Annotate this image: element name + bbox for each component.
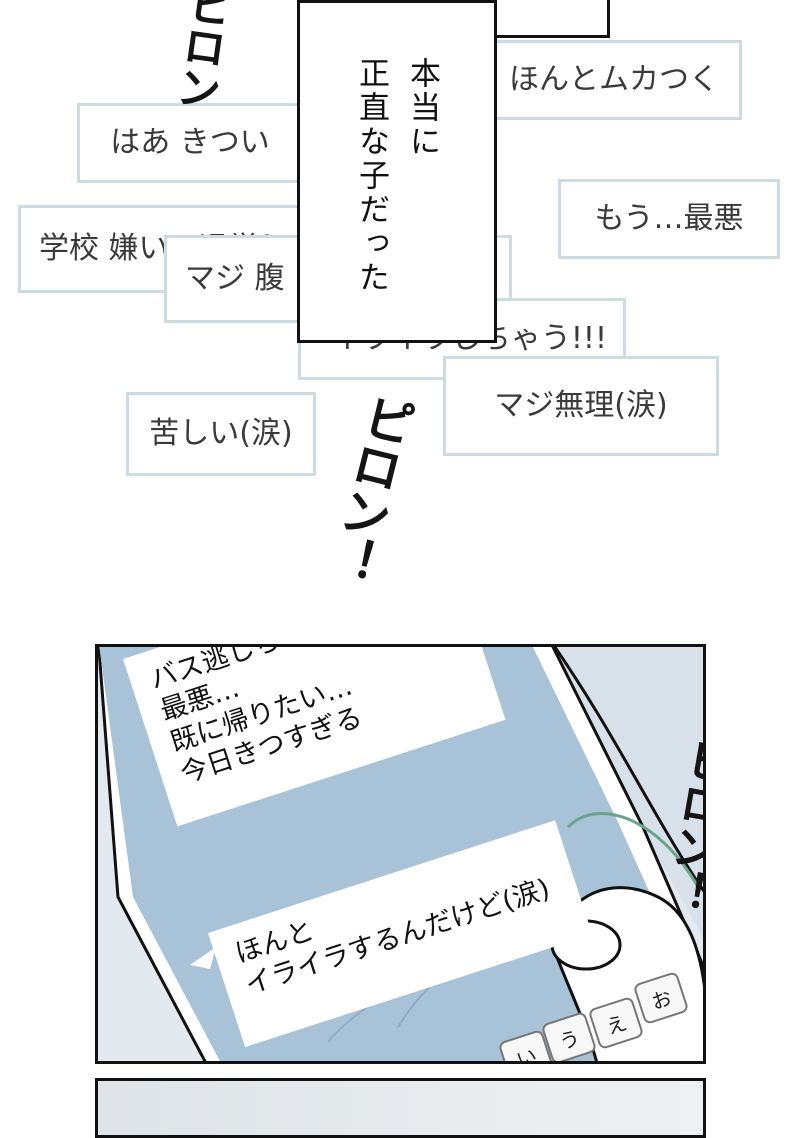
message-note: もう…最悪 (558, 179, 780, 259)
message-note: ほんとムカつく (486, 40, 742, 120)
next-panel (95, 1078, 706, 1138)
phone-panel: バス逃しちゃった(涙 最悪… 既に帰りたい… 今日きつすぎる ほんと イライラす… (95, 644, 706, 1064)
narration-box: 本当に 正直な子だった (297, 0, 497, 343)
sfx-piron-top: ピロン (166, 0, 235, 112)
message-note: マジ無理(涙) (443, 356, 719, 456)
narration-line-2: 正直な子だった (353, 57, 389, 295)
message-note: 苦しい(涙) (126, 392, 316, 476)
narration-line-1: 本当に (404, 57, 440, 159)
message-note: はあ きつい (77, 103, 303, 183)
sfx-piron-middle: ピロン！ (316, 387, 420, 589)
